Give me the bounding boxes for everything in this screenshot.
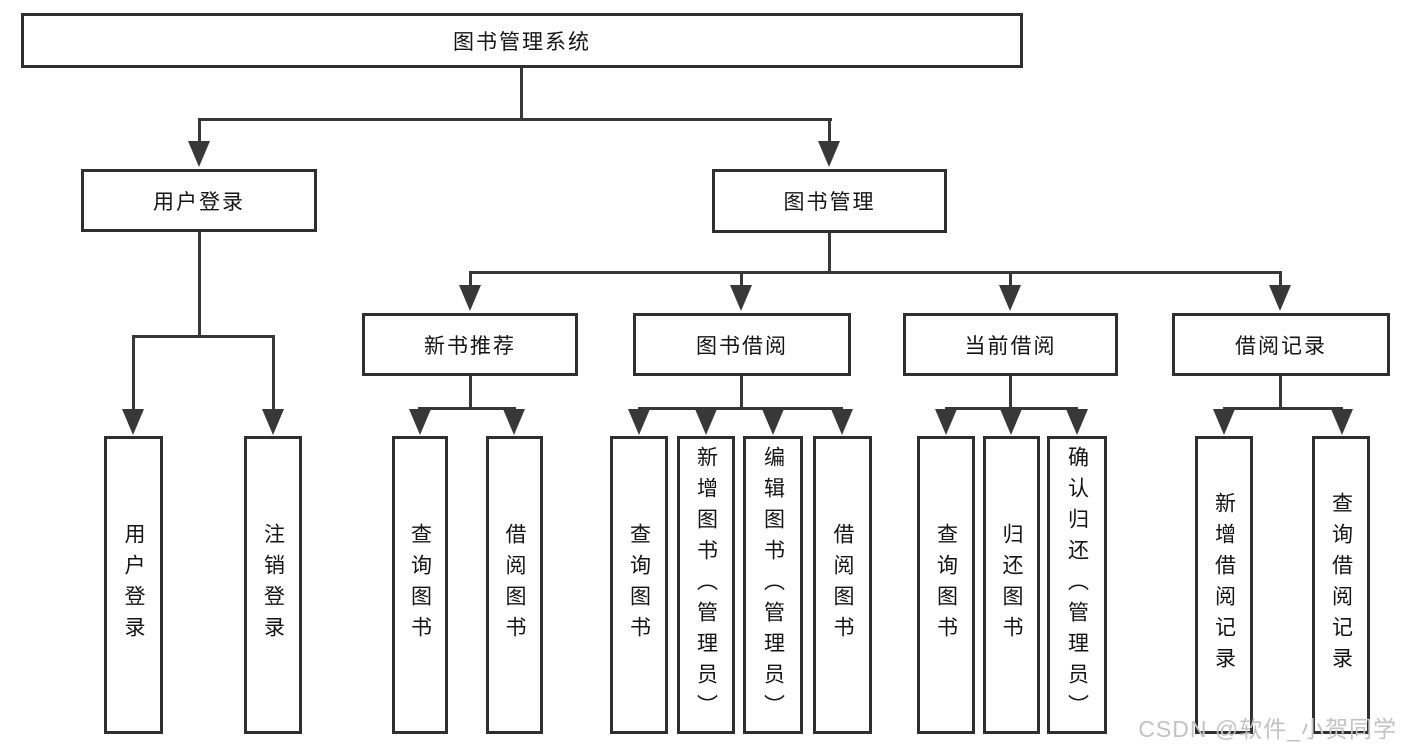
arrow-book-mgmt [818, 141, 840, 167]
connector-records-split [1223, 407, 1343, 410]
arrow-leaf-login [122, 409, 144, 435]
leaf-rec-query-books-label: 查询图书 [408, 523, 432, 647]
arrow-module-3 [1269, 285, 1291, 311]
node-module-borrow-records: 借阅记录 [1172, 313, 1390, 376]
leaf-borrow-query-books: 查询图书 [610, 436, 668, 734]
node-module-book-borrow: 图书借阅 [633, 313, 851, 376]
node-root-label: 图书管理系统 [453, 30, 591, 54]
node-book-mgmt: 图书管理 [712, 169, 947, 233]
leaf-borrow-edit-books: 编辑图书（管理员） [743, 436, 803, 734]
leaf-rec-borrow-books: 借阅图书 [486, 436, 543, 734]
leaf-borrow-add-books: 新增图书（管理员） [677, 436, 735, 734]
node-module-borrow-records-label: 借阅记录 [1235, 334, 1327, 358]
leaf-user-login-label: 用户登录 [122, 523, 145, 647]
arrow-leaf-11 [1213, 409, 1235, 435]
leaf-borrow-edit-books-label: 编辑图书（管理员） [761, 445, 785, 725]
arrow-leaf-12 [1331, 409, 1353, 435]
arrow-module-0 [459, 285, 481, 311]
connector-drop-leaf-logout [272, 335, 275, 412]
leaf-current-confirm-return-label: 确认归还（管理员） [1065, 445, 1089, 725]
connector-current-stem [1009, 376, 1012, 409]
connector-drop-leaf-login [132, 335, 135, 412]
node-module-current-borrow: 当前借阅 [903, 313, 1118, 376]
node-module-book-borrow-label: 图书借阅 [696, 334, 788, 358]
arrow-module-1 [730, 285, 752, 311]
leaf-current-confirm-return: 确认归还（管理员） [1047, 436, 1107, 734]
leaf-records-add-record-label: 新增借阅记录 [1212, 492, 1236, 678]
leaf-user-login: 用户登录 [104, 436, 163, 734]
arrow-leaf-2 [409, 409, 431, 435]
leaf-borrow-borrow-books-label: 借阅图书 [831, 523, 854, 647]
node-module-current-borrow-label: 当前借阅 [964, 334, 1057, 358]
connector-login-split [132, 335, 275, 338]
leaf-borrow-borrow-books: 借阅图书 [813, 436, 872, 734]
csdn-watermark: CSDN @软件_小贺同学 [1138, 716, 1397, 742]
arrow-leaf-7 [831, 409, 853, 435]
node-module-new-books: 新书推荐 [362, 313, 578, 376]
connector-root-stem [520, 68, 523, 120]
connector-current-split [945, 407, 1078, 410]
arrow-leaf-4 [628, 409, 650, 435]
arrow-leaf-3 [503, 409, 525, 435]
leaf-current-query-books-label: 查询图书 [934, 523, 958, 647]
connector-mgmt-split [469, 271, 1282, 274]
leaf-borrow-query-books-label: 查询图书 [627, 523, 651, 647]
arrow-leaf-5 [695, 409, 717, 435]
connector-records-stem [1279, 376, 1282, 409]
connector-drop-book-mgmt [828, 118, 831, 146]
arrow-leaf-10 [1066, 409, 1088, 435]
connector-login-stem [198, 232, 201, 338]
node-book-mgmt-label: 图书管理 [783, 191, 876, 214]
leaf-records-query-record: 查询借阅记录 [1312, 436, 1370, 734]
leaf-logout-label: 注销登录 [261, 523, 285, 647]
leaf-rec-borrow-books-label: 借阅图书 [503, 523, 526, 647]
leaf-current-query-books: 查询图书 [917, 436, 975, 734]
connector-mgmt-stem [828, 233, 831, 273]
leaf-rec-query-books: 查询图书 [392, 436, 448, 734]
connector-borrow-stem [740, 376, 743, 409]
leaf-borrow-add-books-label: 新增图书（管理员） [694, 445, 718, 725]
node-user-login-label: 用户登录 [153, 190, 245, 214]
connector-rec-stem [469, 376, 472, 409]
node-module-new-books-label: 新书推荐 [424, 334, 516, 358]
connector-drop-module-0 [469, 271, 472, 289]
connector-drop-module-3 [1279, 271, 1282, 289]
leaf-current-return-books: 归还图书 [983, 436, 1040, 734]
arrow-module-2 [999, 285, 1021, 311]
arrow-leaf-9 [1000, 409, 1022, 435]
connector-root-split [198, 118, 832, 121]
connector-borrow-split [638, 407, 843, 410]
arrow-leaf-6 [762, 409, 784, 435]
arrow-user-login [188, 141, 210, 167]
connector-rec-split [418, 407, 516, 410]
leaf-records-query-record-label: 查询借阅记录 [1329, 492, 1353, 678]
connector-drop-module-2 [1009, 271, 1012, 289]
node-user-login: 用户登录 [81, 169, 317, 232]
arrow-leaf-logout [262, 409, 284, 435]
leaf-current-return-books-label: 归还图书 [1000, 523, 1023, 647]
connector-drop-user-login [198, 118, 201, 146]
node-root: 图书管理系统 [21, 13, 1023, 68]
arrow-leaf-8 [935, 409, 957, 435]
leaf-logout: 注销登录 [244, 436, 302, 734]
leaf-records-add-record: 新增借阅记录 [1195, 436, 1253, 734]
connector-drop-module-1 [740, 271, 743, 289]
